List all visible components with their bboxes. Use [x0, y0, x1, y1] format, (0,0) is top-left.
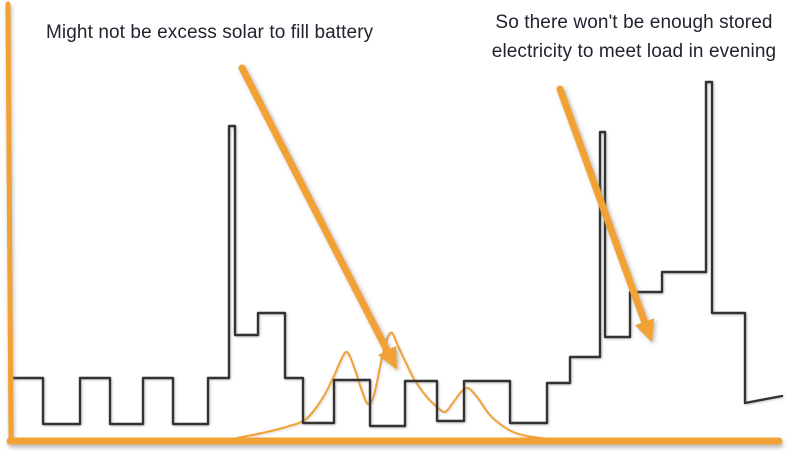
axes-layer: [5, 1, 783, 445]
solar-curve-layer: [236, 331, 549, 440]
annotation-right: So there won't be enough stored electric…: [468, 8, 800, 66]
arrow-to-evening-load: [556, 85, 655, 343]
arrows-layer: [238, 64, 655, 370]
load-line-layer: [8, 80, 784, 428]
annotation-left: Might not be excess solar to fill batter…: [46, 22, 374, 43]
solar-output-curve: [236, 331, 549, 440]
load-step-line: [8, 80, 784, 428]
annotation-right-line1: So there won't be enough stored: [495, 12, 773, 33]
arrow-to-solar-curve: [238, 64, 398, 370]
annotation-right-line2: electricity to meet load in evening: [491, 41, 777, 62]
y-axis: [5, 1, 14, 440]
